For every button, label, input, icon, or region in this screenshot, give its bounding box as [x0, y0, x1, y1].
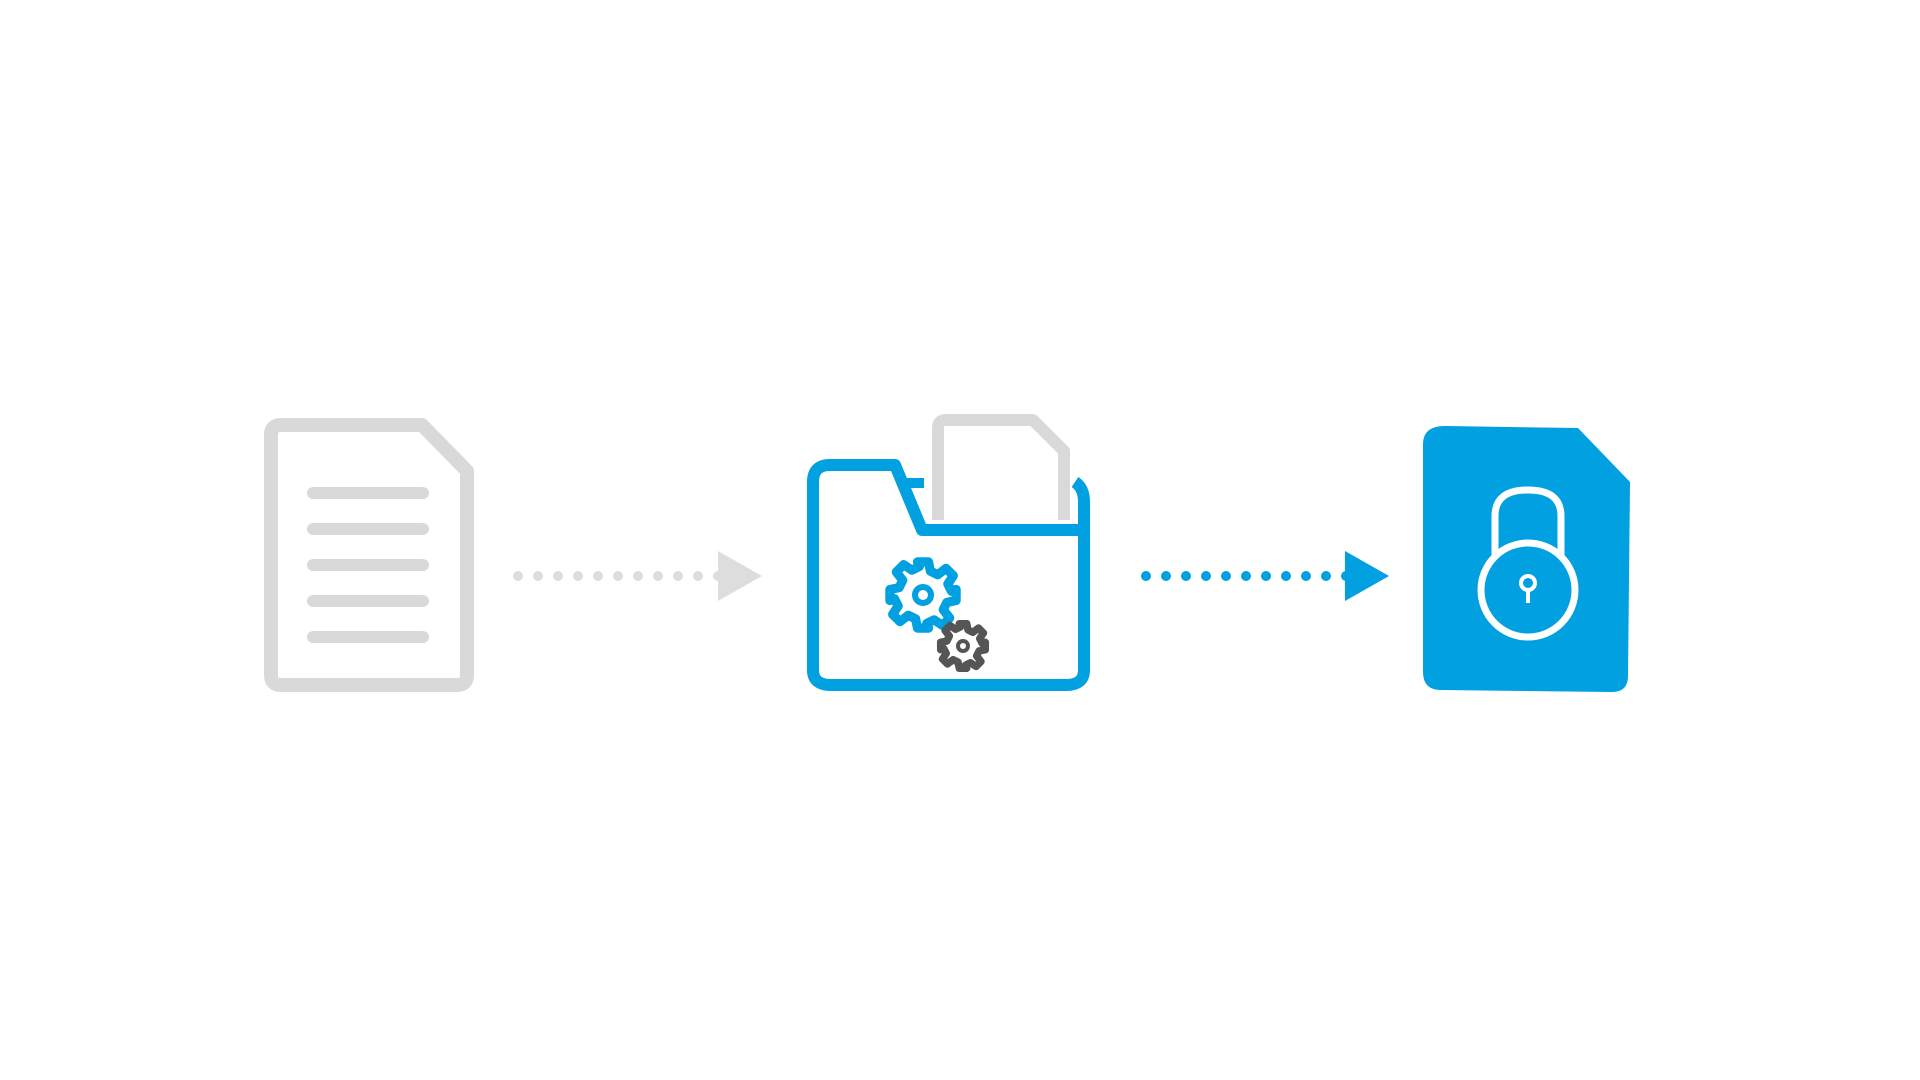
folder-right-edge	[1071, 477, 1090, 530]
connector-dots	[513, 571, 723, 581]
lock-shackle	[1491, 486, 1565, 558]
document-text-lines	[307, 487, 429, 643]
arrowhead	[1345, 551, 1389, 601]
gear-icon	[941, 624, 986, 669]
locked-document-icon	[1423, 426, 1630, 692]
document-outline	[264, 418, 474, 692]
dotted-arrow-right-icon	[1141, 551, 1389, 601]
gear-icon	[890, 562, 956, 628]
dotted-arrow-right-icon	[513, 551, 762, 601]
keyhole-icon	[1519, 574, 1537, 603]
lock-icon	[1477, 486, 1579, 641]
document-icon	[264, 418, 474, 692]
lock-inner-ring	[1486, 548, 1570, 632]
folder-paper	[932, 414, 1070, 520]
arrowhead	[718, 551, 762, 601]
folder-outline	[807, 459, 1090, 691]
folder-processing-icon	[807, 414, 1090, 691]
connector-dots	[1141, 571, 1351, 581]
